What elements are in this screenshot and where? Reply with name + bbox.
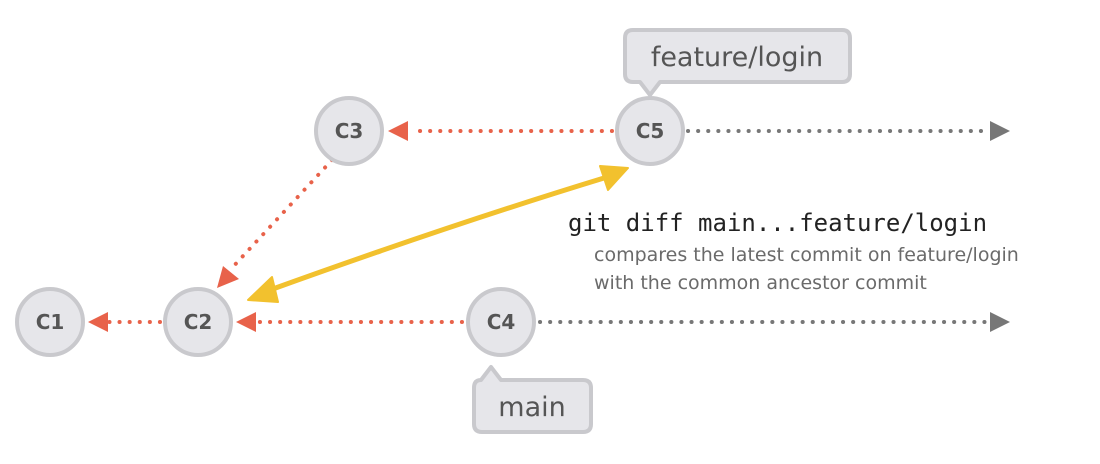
commit-c5-label: C5	[636, 119, 665, 143]
link-c4-to-c2	[236, 312, 464, 332]
commit-c3: C3	[314, 96, 384, 166]
diff-command: git diff main...feature/login	[568, 209, 988, 237]
diff-arrow	[247, 165, 629, 303]
diff-description-line1: compares the latest commit on feature/lo…	[594, 244, 1019, 266]
continuation-main	[538, 312, 1010, 332]
branch-tag-feature-label: feature/login	[651, 42, 823, 73]
link-c3-to-c2	[217, 158, 334, 288]
commit-c5: C5	[615, 96, 685, 166]
commit-c2-label: C2	[184, 310, 213, 334]
branch-tag-main: main	[472, 365, 593, 434]
diff-description-line2: with the common ancestor commit	[594, 272, 927, 294]
commit-c2: C2	[163, 287, 233, 357]
commit-c1-label: C1	[36, 310, 65, 334]
branch-tag-main-label: main	[498, 392, 565, 423]
branch-tag-feature: feature/login	[623, 28, 852, 97]
commit-c4-label: C4	[487, 310, 516, 334]
continuation-feature	[686, 121, 1010, 141]
commit-c4: C4	[466, 287, 536, 357]
commit-c1: C1	[15, 287, 85, 357]
link-c2-to-c1	[88, 312, 162, 332]
commit-c3-label: C3	[335, 119, 364, 143]
link-c5-to-c3	[388, 121, 614, 141]
